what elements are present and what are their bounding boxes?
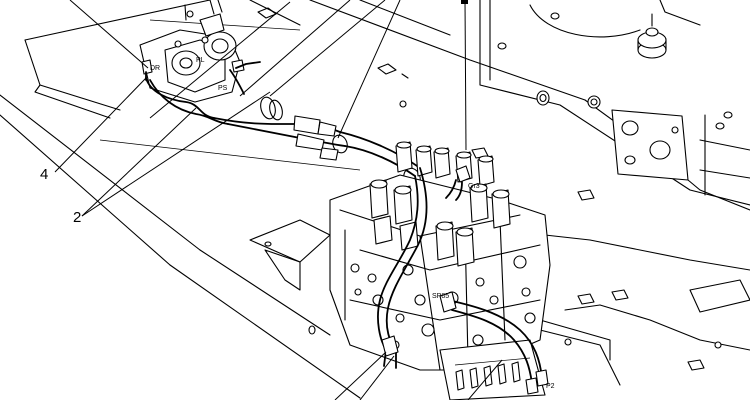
port-label-pl: PL (196, 57, 205, 64)
hose-coupling-icon (293, 115, 339, 161)
port-label-gr3: Gr3 (468, 183, 480, 190)
callout-4: 4 (40, 166, 48, 183)
leader-lines (54, 0, 503, 400)
mount-bosses (536, 90, 733, 130)
port-label-dr: DR (150, 65, 160, 72)
port-label-sp85: SP85 (432, 293, 449, 300)
port-label-ps: PS (218, 85, 228, 92)
pilot-valve-assembly (139, 0, 245, 103)
valve-fittings (381, 165, 549, 395)
manifold-block (439, 339, 546, 400)
leader-marker-icon (461, 0, 468, 4)
access-plate (611, 109, 689, 181)
engine-block (479, 0, 750, 206)
brackets (186, 7, 722, 371)
pilot-hoses (145, 61, 421, 189)
filter-cap-icon (637, 13, 667, 59)
port-label-p2: P2 (546, 383, 555, 390)
main-control-valve (329, 141, 551, 400)
callout-2: 2 (73, 209, 81, 226)
valve-hoses (377, 165, 549, 395)
